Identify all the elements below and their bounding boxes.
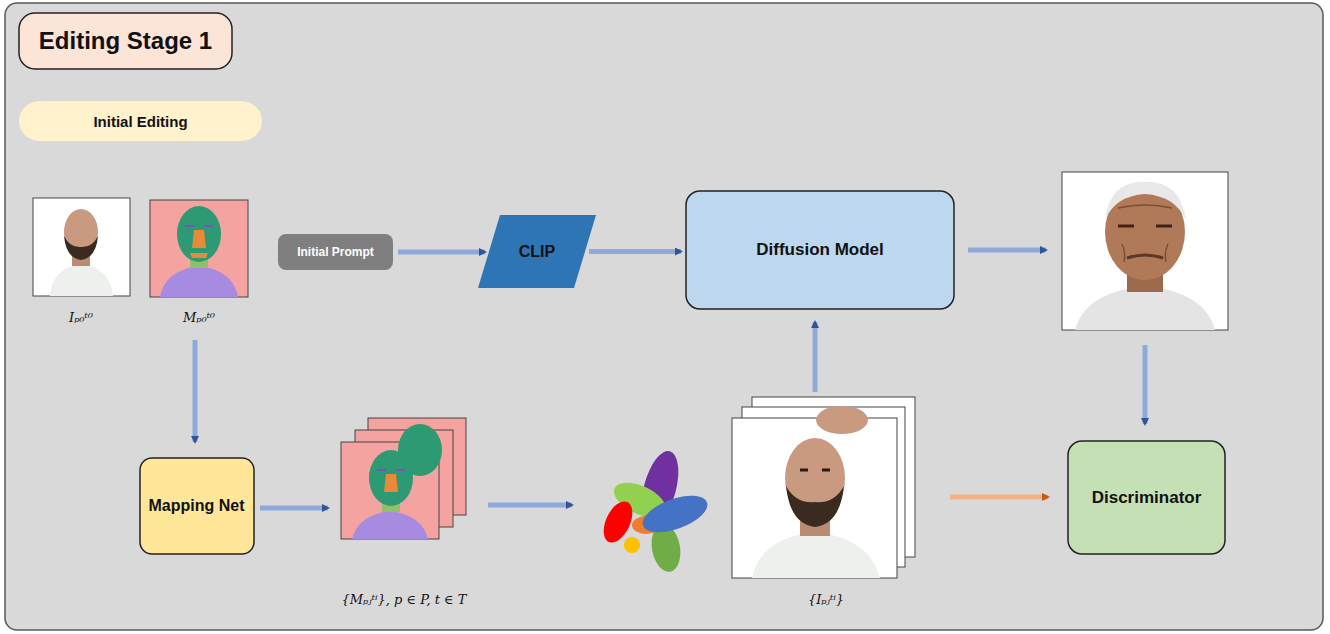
edited-photo <box>1062 172 1228 330</box>
node-shape <box>478 215 596 288</box>
node-shape <box>686 191 954 309</box>
section-pill: Initial Editing <box>18 100 263 142</box>
rendered-photo-stack <box>732 397 915 578</box>
node-shape <box>140 458 254 554</box>
math-label: {Mₚⱼᵗⁱ}, p ∈ P, t ∈ T <box>342 592 467 607</box>
node-shape <box>19 13 232 69</box>
flow-connector <box>589 249 681 254</box>
input-mask <box>150 200 248 297</box>
node-label: Initial Editing <box>93 113 187 130</box>
diffusion-box: Diffusion Model <box>685 190 955 310</box>
encoder-parallelogram: CLIP <box>478 215 596 288</box>
mask-stack <box>341 418 466 539</box>
node-label: Initial Prompt <box>297 245 374 259</box>
stage-title-box: Editing Stage 1 <box>18 12 233 70</box>
math-label: Mₚ₀ᵗ⁰ <box>183 310 215 325</box>
node-label: Discriminator <box>1092 488 1202 508</box>
node-label: Editing Stage 1 <box>39 27 212 55</box>
node-shape <box>19 101 262 141</box>
node-label: CLIP <box>519 243 555 261</box>
prompt-box: Initial Prompt <box>277 233 394 271</box>
node-shape <box>1068 441 1225 554</box>
node-label: Mapping Net <box>149 497 245 515</box>
math-label: {Iₚⱼᵗⁱ} <box>808 592 844 607</box>
math-label: Iₚ₀ᵗ⁰ <box>69 310 93 325</box>
input-photo <box>33 198 130 296</box>
node-shape <box>278 234 393 270</box>
gaussian-splat-icon <box>598 447 712 574</box>
stage-panel <box>5 3 1323 630</box>
flow-connector <box>398 250 485 255</box>
flow-arrows <box>195 250 1145 508</box>
discriminator-box: Discriminator <box>1067 440 1226 555</box>
node-label: Diffusion Model <box>756 240 883 260</box>
mapping-box: Mapping Net <box>139 457 255 555</box>
